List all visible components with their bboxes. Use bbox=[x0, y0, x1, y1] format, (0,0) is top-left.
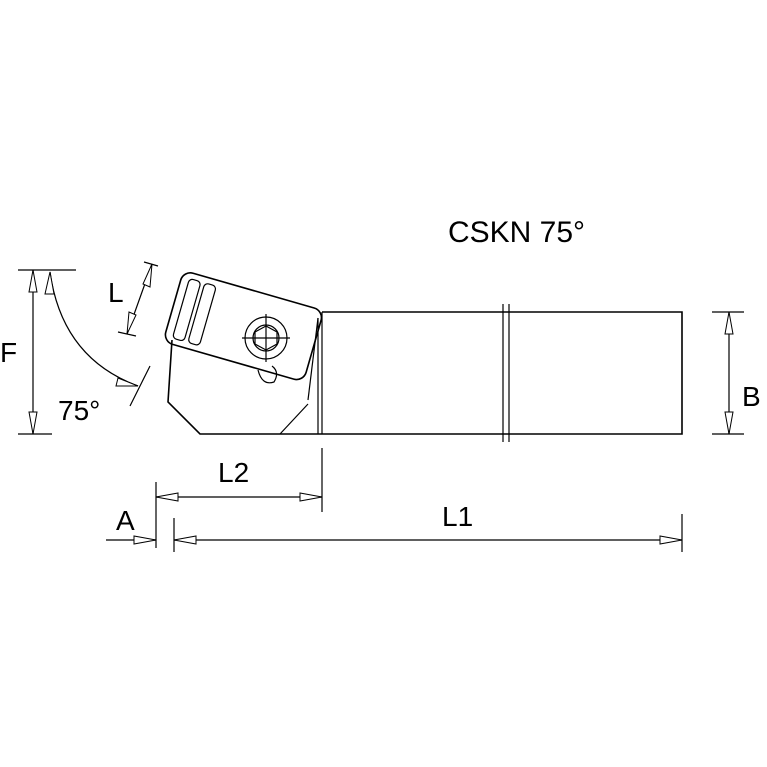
drawing-title: CSKN 75° bbox=[448, 216, 585, 249]
label-F: F bbox=[0, 337, 17, 368]
dimension-B: B bbox=[712, 311, 761, 435]
label-A: A bbox=[116, 505, 135, 536]
label-L1: L1 bbox=[442, 501, 473, 532]
label-L: L bbox=[108, 277, 124, 308]
dimension-A: A bbox=[106, 505, 175, 552]
dimension-L: L bbox=[108, 261, 159, 337]
label-L2: L2 bbox=[218, 457, 249, 488]
dimension-F: F bbox=[0, 269, 76, 435]
label-B: B bbox=[742, 381, 761, 412]
dimension-L2: L2 bbox=[155, 448, 323, 548]
label-angle: 75° bbox=[58, 395, 100, 426]
shank bbox=[307, 304, 683, 442]
dimension-L1: L1 bbox=[173, 501, 683, 552]
tool-head bbox=[164, 272, 323, 435]
dimension-angle: 75° bbox=[44, 271, 151, 426]
